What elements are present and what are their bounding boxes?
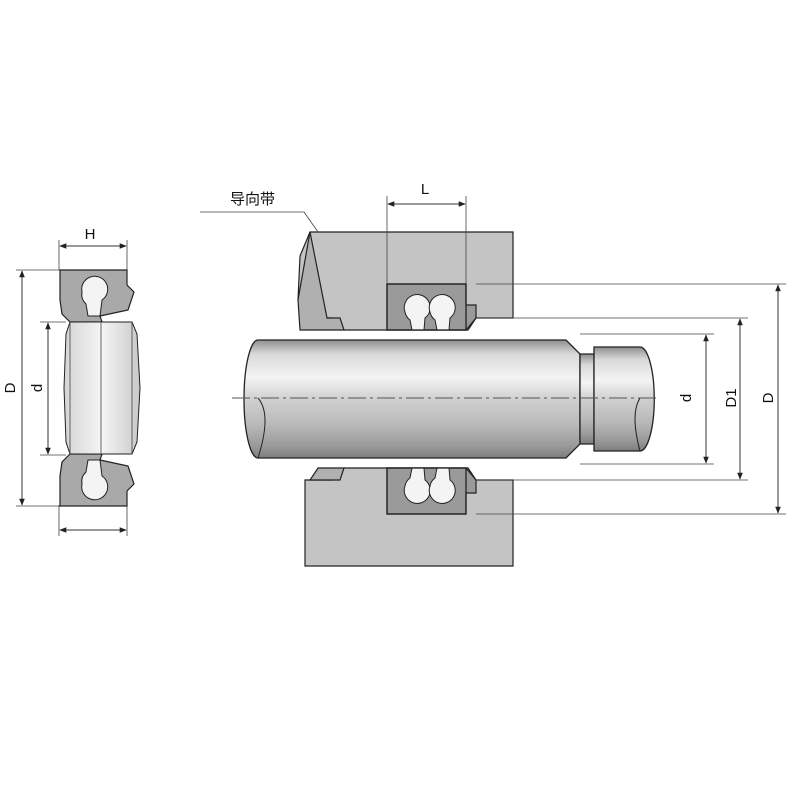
- seal-lip-cavity-lower: [81, 459, 109, 501]
- piston-rod: [243, 339, 581, 459]
- seal-inner-bore: [63, 321, 141, 455]
- d-outer-label: D: [2, 382, 19, 393]
- rod-d-label: d: [678, 394, 695, 402]
- seal-lip-cavity-upper: [81, 275, 109, 317]
- guide-band-leader: [200, 211, 319, 233]
- rod-break-line: [257, 397, 266, 459]
- guide-band: [297, 231, 345, 331]
- guide-band-label: 导向带: [230, 191, 275, 208]
- seal-cavity-upper-2: [428, 294, 456, 331]
- d-inner-label: d: [29, 384, 46, 392]
- d1-label: D1: [723, 388, 740, 407]
- rod-neck: [579, 353, 595, 445]
- groove-frame-upper: [386, 283, 467, 331]
- seal-cavity-lower-2: [428, 467, 456, 504]
- installation-view: 导向带 L d D1 D: [200, 181, 786, 567]
- l-label: L: [421, 181, 429, 198]
- d-outer-right-label: D: [760, 392, 777, 403]
- rod-end-break: [634, 397, 641, 452]
- seal-section-view: H D d: [2, 226, 141, 536]
- groove-frame-lower: [386, 467, 467, 515]
- h-label: H: [85, 226, 96, 243]
- rod-end: [593, 346, 655, 452]
- guide-band-lower: [308, 467, 345, 481]
